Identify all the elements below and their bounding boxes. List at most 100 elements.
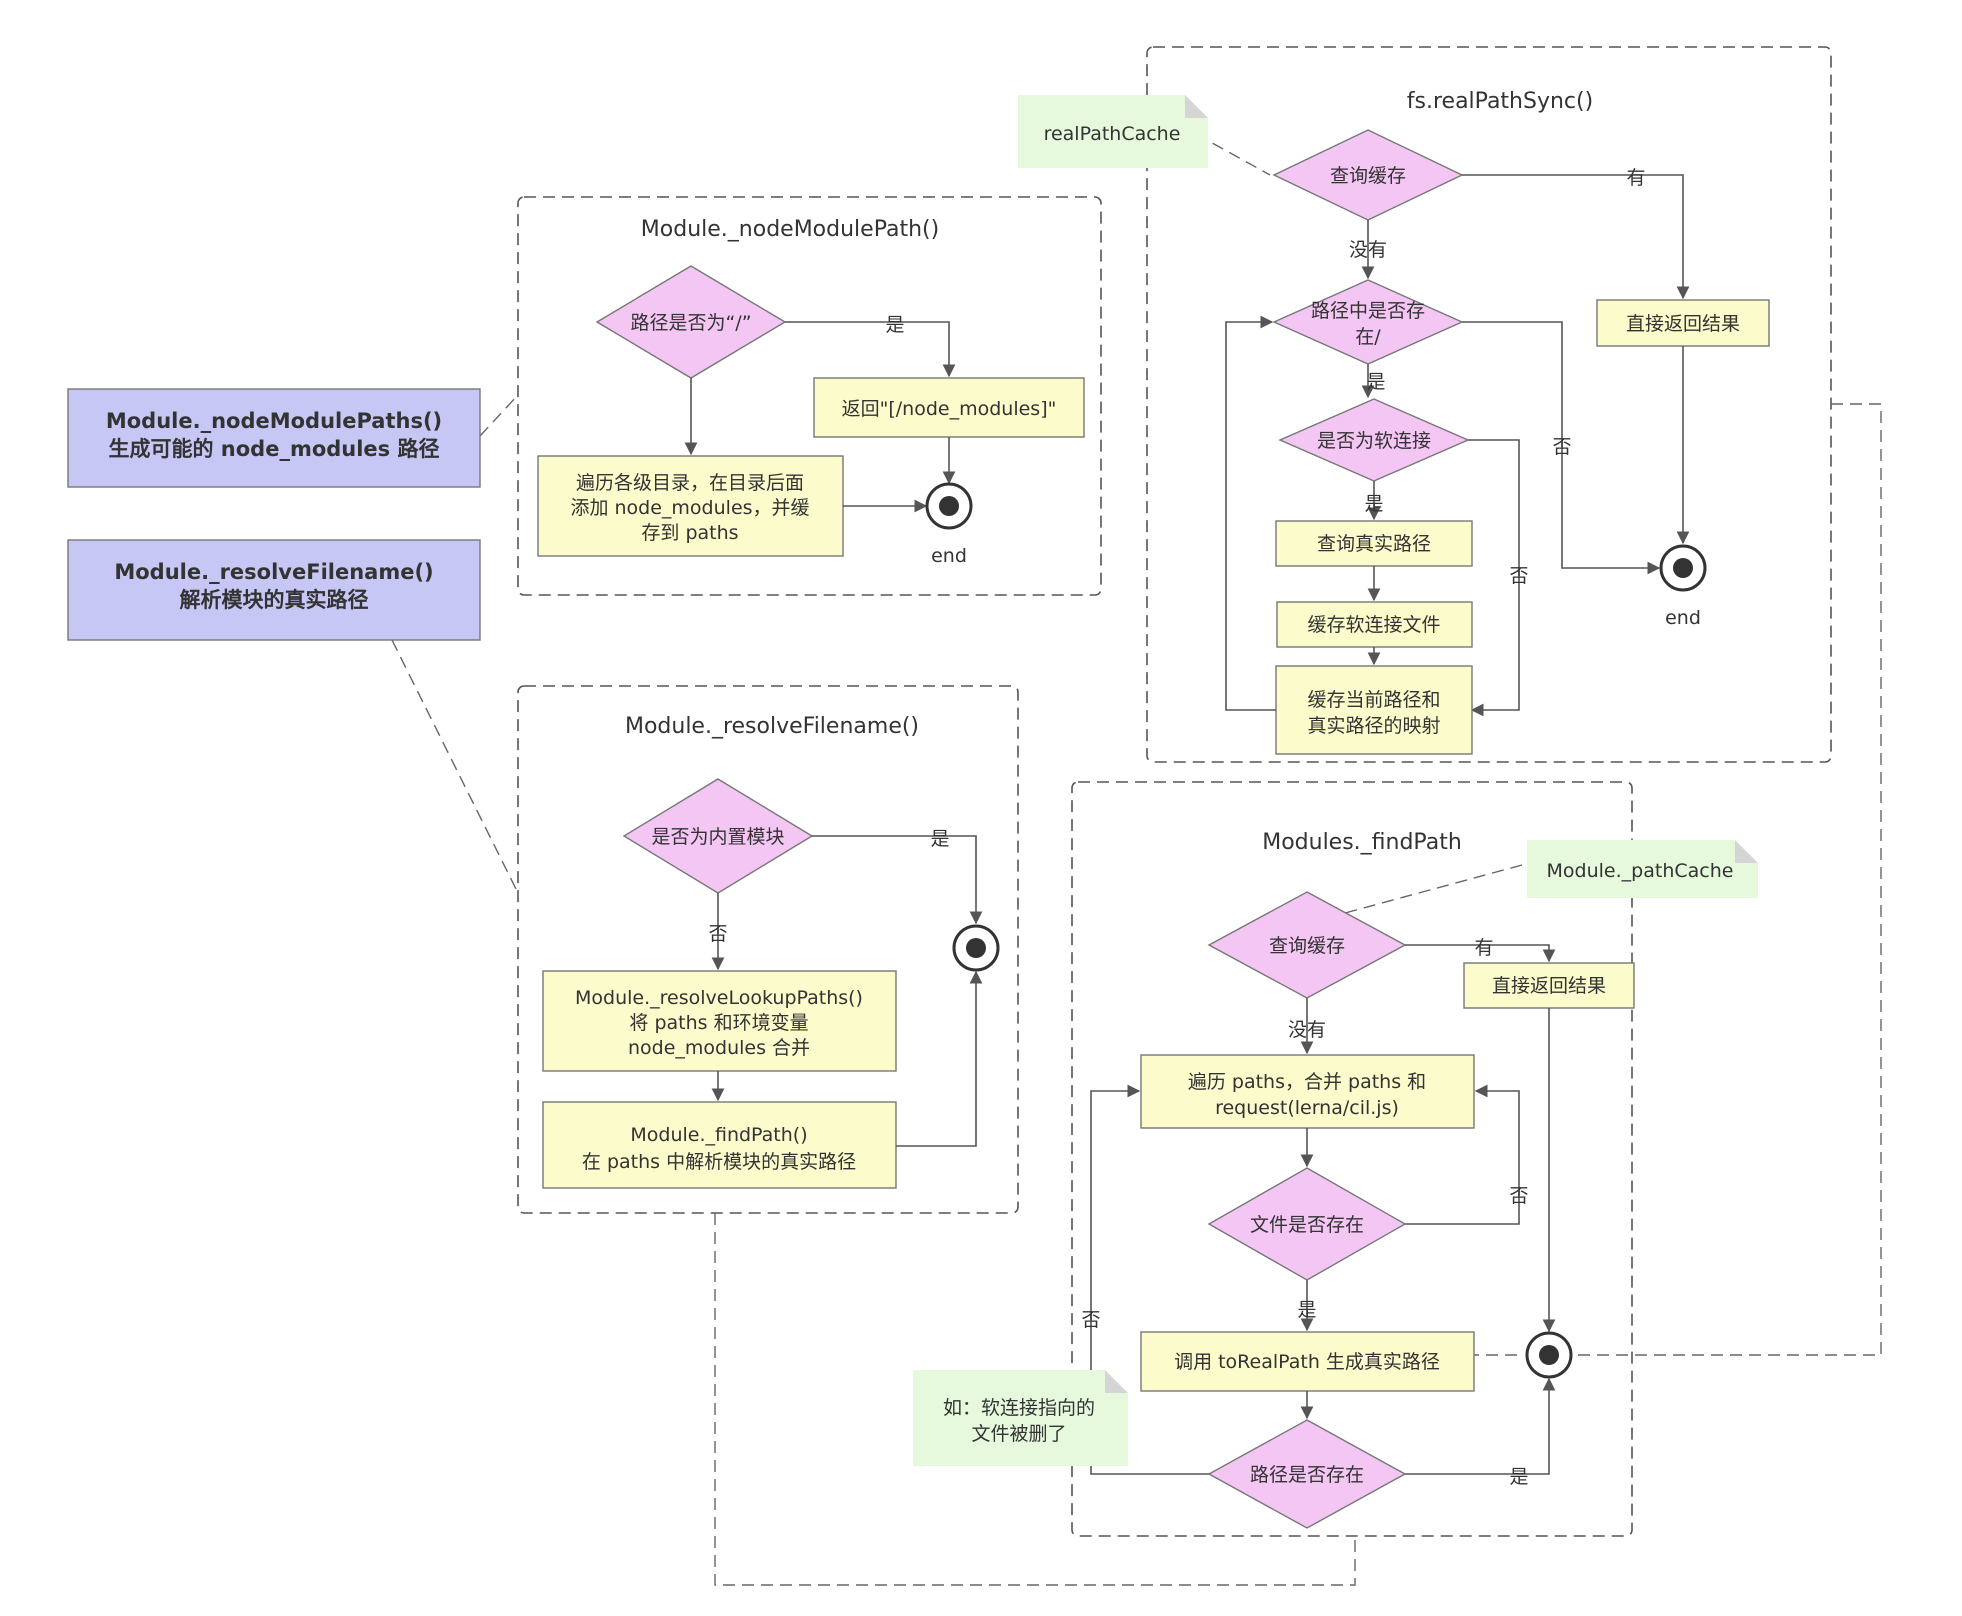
fp-decision-path-label: 路径是否存在 bbox=[1250, 1464, 1364, 1486]
rp-cache-map-line2: 真实路径的映射 bbox=[1307, 715, 1440, 737]
symlink-note-line2: 文件被删了 bbox=[971, 1423, 1066, 1445]
end-resolve-filename bbox=[952, 924, 1000, 972]
resolve-filename-title: Module._resolveFilename() bbox=[625, 714, 919, 739]
rp-end bbox=[1659, 544, 1707, 592]
rp-return-direct-label: 直接返回结果 bbox=[1626, 313, 1740, 335]
frame-resolve-filename bbox=[517, 685, 1019, 1214]
fp-edge-path-yes-label: 是 bbox=[1509, 1466, 1528, 1488]
side-note-node-module-paths: Module._nodeModulePaths() 生成可能的 node_mod… bbox=[67, 388, 481, 488]
rp-edge-cache-none-label: 没有 bbox=[1349, 239, 1387, 261]
traverse-dirs-line2: 添加 node_modules，并缓 bbox=[570, 497, 809, 519]
edge-builtin-no-label: 否 bbox=[708, 923, 727, 945]
connector-side-to-node-module bbox=[479, 394, 519, 437]
return-node-modules-box bbox=[813, 377, 1085, 438]
fp-return-direct-label: 直接返回结果 bbox=[1492, 975, 1606, 997]
end-node-module-path bbox=[925, 482, 973, 530]
decision-root-path-label: 路径是否为“/” bbox=[630, 312, 751, 334]
frame-node-module-path bbox=[517, 196, 1102, 596]
rp-edge-symlink-no-label: 否 bbox=[1509, 565, 1528, 587]
real-path-cache-note: realPathCache bbox=[1018, 95, 1208, 168]
real-path-cache-note-label: realPathCache bbox=[1044, 123, 1181, 145]
edge-builtin-yes bbox=[812, 835, 983, 925]
find-path-line2: 在 paths 中解析模块的真实路径 bbox=[582, 1151, 856, 1173]
frame-find-path bbox=[1071, 781, 1633, 1537]
frame-real-path-sync bbox=[1146, 46, 1832, 763]
rp-decision-path-line1: 路径中是否存 bbox=[1311, 300, 1425, 322]
rp-edge-path-no-label: 否 bbox=[1552, 436, 1571, 458]
path-cache-note: Module._pathCache bbox=[1527, 840, 1758, 898]
rp-decision-cache-label: 查询缓存 bbox=[1330, 165, 1406, 187]
fp-edge-cache-has-label: 有 bbox=[1474, 937, 1493, 959]
rp-edge-loop-back bbox=[1225, 315, 1276, 711]
fp-edge-cache-none-label: 没有 bbox=[1288, 1019, 1326, 1041]
real-path-sync-title: fs.realPathSync() bbox=[1407, 89, 1593, 114]
rp-edge-symlink-yes-label: 是 bbox=[1364, 493, 1383, 515]
edge-root-yes bbox=[785, 321, 956, 378]
side-note-resolve-filename: Module._resolveFilename() 解析模块的真实路径 bbox=[67, 539, 481, 641]
fp-traverse-line1: 遍历 paths，合并 paths 和 bbox=[1188, 1071, 1426, 1093]
rp-edge-symlink-no bbox=[1468, 439, 1520, 717]
find-path-line1: Module._findPath() bbox=[630, 1124, 807, 1146]
lookup-paths-line1: Module._resolveLookupPaths() bbox=[575, 987, 863, 1009]
fp-traverse-box bbox=[1140, 1054, 1475, 1129]
rp-decision-symlink-label: 是否为软连接 bbox=[1317, 430, 1431, 452]
rp-edge-path-no bbox=[1462, 321, 1661, 575]
rp-edge-cache-has bbox=[1462, 174, 1690, 300]
edge-root-yes-label: 是 bbox=[885, 314, 904, 336]
decision-builtin-label: 是否为内置模块 bbox=[651, 826, 784, 848]
fp-edge-path-no-label: 否 bbox=[1081, 1309, 1100, 1331]
rp-edge-cache-has-label: 有 bbox=[1626, 167, 1645, 189]
traverse-dirs-line3: 存到 paths bbox=[641, 522, 738, 544]
connector-side-to-resolve bbox=[391, 639, 519, 894]
fp-decision-file-label: 文件是否存在 bbox=[1250, 1214, 1364, 1236]
rp-cache-symlink-box bbox=[1276, 601, 1473, 648]
fp-to-real-path-label: 调用 toRealPath 生成真实路径 bbox=[1174, 1351, 1440, 1373]
rp-cache-symlink-label: 缓存软连接文件 bbox=[1307, 614, 1440, 636]
fp-end bbox=[1525, 1331, 1573, 1379]
connector-realpathcache-note bbox=[1195, 133, 1271, 176]
return-node-modules-label: 返回"[/node_modules]" bbox=[842, 398, 1057, 420]
symlink-note-line1: 如：软连接指向的 bbox=[943, 1397, 1095, 1419]
rp-query-real-box bbox=[1275, 520, 1473, 567]
edge-findpath-to-end bbox=[896, 970, 983, 1147]
path-cache-note-label: Module._pathCache bbox=[1547, 860, 1734, 882]
edge-builtin-yes-label: 是 bbox=[930, 828, 949, 850]
side-note-node-module-paths-line2: 生成可能的 node_modules 路径 bbox=[108, 437, 439, 461]
lookup-paths-line3: node_modules 合并 bbox=[628, 1037, 810, 1059]
fp-edge-file-no bbox=[1405, 1084, 1520, 1225]
rp-decision-path bbox=[1272, 279, 1464, 365]
fp-to-real-path-box bbox=[1140, 1331, 1475, 1392]
connector-realpath-to-findpath bbox=[1565, 403, 1882, 1356]
traverse-dirs-line1: 遍历各级目录，在目录后面 bbox=[576, 472, 804, 494]
connector-pathcache-note bbox=[1344, 864, 1523, 914]
node-module-path-title: Module._nodeModulePath() bbox=[641, 217, 939, 242]
rp-cache-map-line1: 缓存当前路径和 bbox=[1307, 689, 1440, 711]
symlink-note: 如：软连接指向的 文件被删了 bbox=[913, 1370, 1128, 1466]
find-path-title: Modules._findPath bbox=[1262, 830, 1462, 855]
fp-edge-path-no bbox=[1090, 1084, 1209, 1475]
rp-query-real-label: 查询真实路径 bbox=[1317, 533, 1431, 555]
fp-traverse-line2: request(lerna/cil.js) bbox=[1215, 1097, 1399, 1119]
end-node-module-path-label: end bbox=[931, 545, 967, 567]
rp-cache-map-box bbox=[1275, 665, 1473, 755]
fp-return-direct-box bbox=[1463, 962, 1635, 1009]
lookup-paths-line2: 将 paths 和环境变量 bbox=[629, 1012, 808, 1034]
find-path-box bbox=[542, 1101, 897, 1189]
fp-edge-cache-has bbox=[1405, 944, 1556, 963]
connector-resolve-to-findpath bbox=[714, 1213, 1356, 1586]
fp-edge-file-yes-label: 是 bbox=[1297, 1299, 1316, 1321]
side-note-node-module-paths-line1: Module._nodeModulePaths() bbox=[106, 409, 442, 433]
traverse-dirs-box bbox=[537, 455, 844, 557]
fp-edge-file-no-label: 否 bbox=[1509, 1185, 1528, 1207]
side-note-resolve-filename-line1: Module._resolveFilename() bbox=[114, 560, 433, 584]
lookup-paths-box bbox=[542, 970, 897, 1072]
rp-edge-path-yes-label: 是 bbox=[1366, 371, 1385, 393]
side-note-resolve-filename-line2: 解析模块的真实路径 bbox=[180, 588, 369, 612]
fp-edge-path-yes bbox=[1405, 1377, 1556, 1475]
rp-end-label: end bbox=[1665, 607, 1701, 629]
rp-decision-path-line2: 在/ bbox=[1355, 326, 1381, 348]
fp-decision-path bbox=[1207, 1419, 1407, 1529]
fp-decision-cache-label: 查询缓存 bbox=[1269, 935, 1345, 957]
rp-return-direct-box bbox=[1596, 299, 1770, 347]
